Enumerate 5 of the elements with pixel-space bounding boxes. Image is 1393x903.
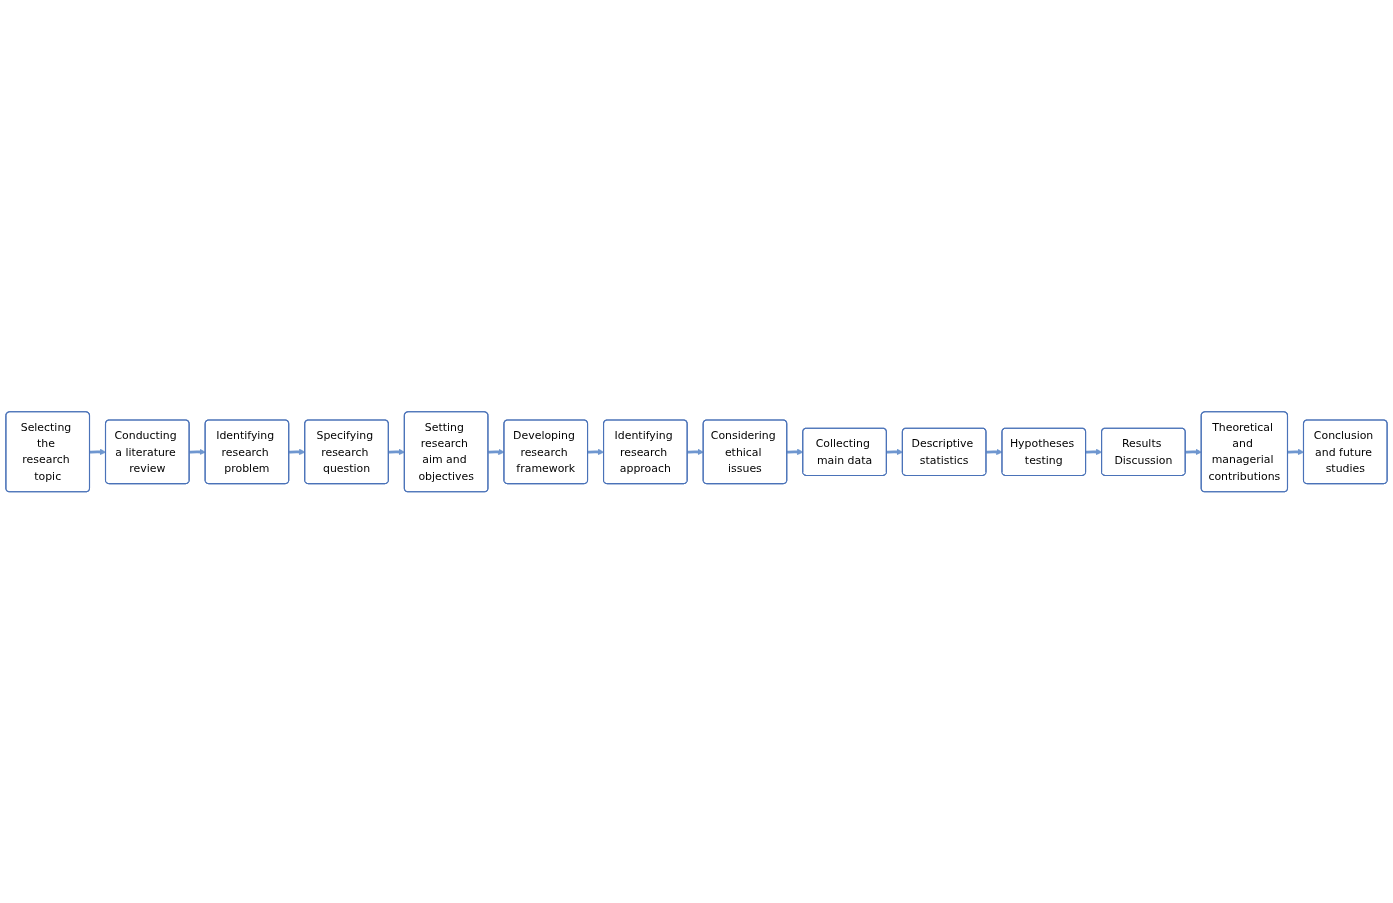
arrow [687, 448, 704, 455]
arrow [1185, 448, 1202, 455]
arrow [189, 448, 206, 455]
arrow [388, 448, 405, 455]
arrow [886, 448, 903, 455]
